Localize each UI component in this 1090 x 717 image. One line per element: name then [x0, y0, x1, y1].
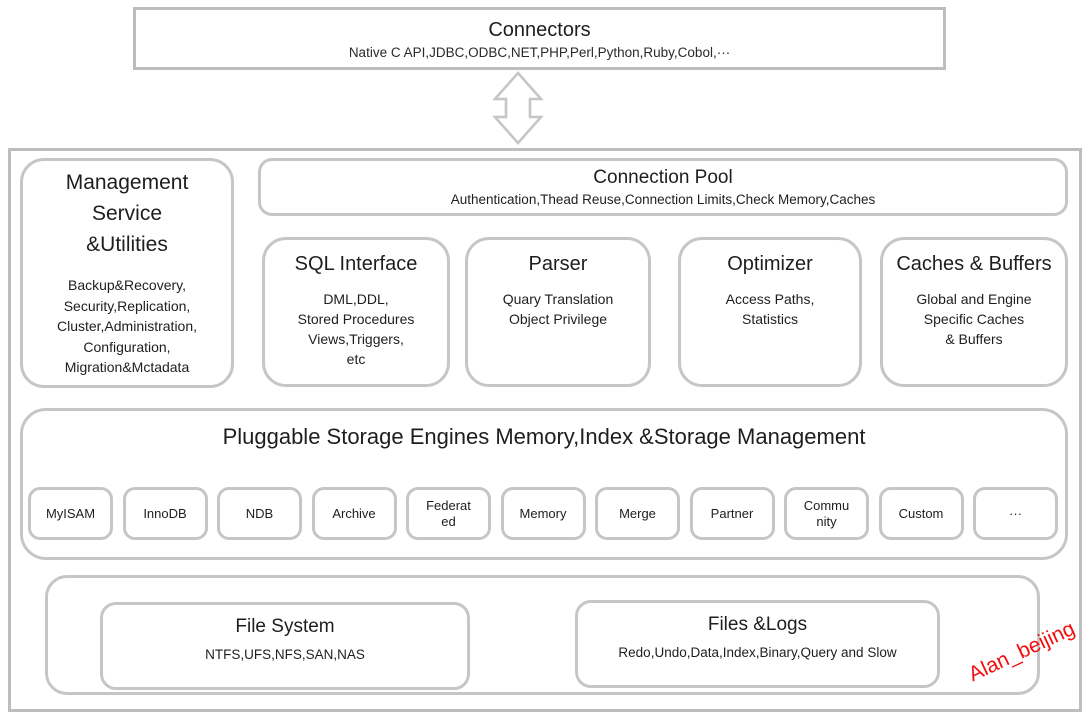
file-system-box: File System NTFS,UFS,NFS,SAN,NAS: [100, 602, 470, 690]
files-logs-title: Files &Logs: [707, 614, 808, 635]
engine-item-myisam: MyISAM: [28, 487, 113, 540]
files-logs-subtitle: Redo,Undo,Data,Index,Binary,Query and Sl…: [618, 645, 897, 660]
file-system-subtitle: NTFS,UFS,NFS,SAN,NAS: [205, 647, 365, 662]
optimizer-box: Optimizer Access Paths, Statistics: [678, 237, 862, 387]
engine-item-custom: Custom: [878, 487, 964, 540]
management-services-body: Backup&Recovery, Security,Replication, C…: [56, 277, 198, 375]
double-arrow-icon: [492, 71, 544, 145]
storage-engines-row: MyISAM InnoDB NDB Archive Federat ed Mem…: [28, 487, 1060, 540]
engine-item-merge: Merge: [595, 487, 680, 540]
engine-item-partner: Partner: [689, 487, 775, 540]
caches-buffers-body: Global and Engine Specific Caches & Buff…: [916, 291, 1032, 347]
optimizer-title: Optimizer: [727, 253, 813, 275]
parser-title: Parser: [528, 253, 588, 275]
caches-buffers-title: Caches & Buffers: [896, 253, 1052, 275]
engine-item-federated: Federat ed: [406, 487, 491, 540]
management-services-box: Management Service &Utilities Backup&Rec…: [20, 158, 234, 388]
engine-item-more: ···: [973, 487, 1058, 540]
sql-interface-box: SQL Interface DML,DDL, Stored Procedures…: [262, 237, 450, 387]
engine-item-archive: Archive: [311, 487, 397, 540]
connectors-subtitle: Native C API,JDBC,ODBC,NET,PHP,Perl,Pyth…: [348, 45, 731, 60]
files-logs-box: Files &Logs Redo,Undo,Data,Index,Binary,…: [575, 600, 940, 688]
connectors-box: Connectors Native C API,JDBC,ODBC,NET,PH…: [133, 7, 946, 70]
sql-interface-title: SQL Interface: [294, 253, 418, 275]
file-system-title: File System: [235, 616, 335, 637]
connection-pool-title: Connection Pool: [593, 167, 733, 188]
optimizer-body: Access Paths, Statistics: [725, 291, 815, 327]
storage-engines-title: Pluggable Storage Engines Memory,Index &…: [222, 424, 866, 449]
engine-item-innodb: InnoDB: [122, 487, 208, 540]
connection-pool-subtitle: Authentication,Thead Reuse,Connection Li…: [450, 192, 876, 207]
parser-body: Quary Translation Object Privilege: [502, 291, 614, 327]
connectors-title: Connectors: [488, 19, 591, 41]
sql-interface-body: DML,DDL, Stored Procedures Views,Trigger…: [297, 291, 415, 367]
engine-item-community: Commu nity: [784, 487, 869, 540]
connection-pool-box: Connection Pool Authentication,Thead Reu…: [258, 158, 1068, 216]
management-services-title: Management Service &Utilities: [65, 171, 189, 256]
parser-box: Parser Quary Translation Object Privileg…: [465, 237, 651, 387]
engine-item-memory: Memory: [500, 487, 586, 540]
caches-buffers-box: Caches & Buffers Global and Engine Speci…: [880, 237, 1068, 387]
engine-item-ndb: NDB: [217, 487, 302, 540]
